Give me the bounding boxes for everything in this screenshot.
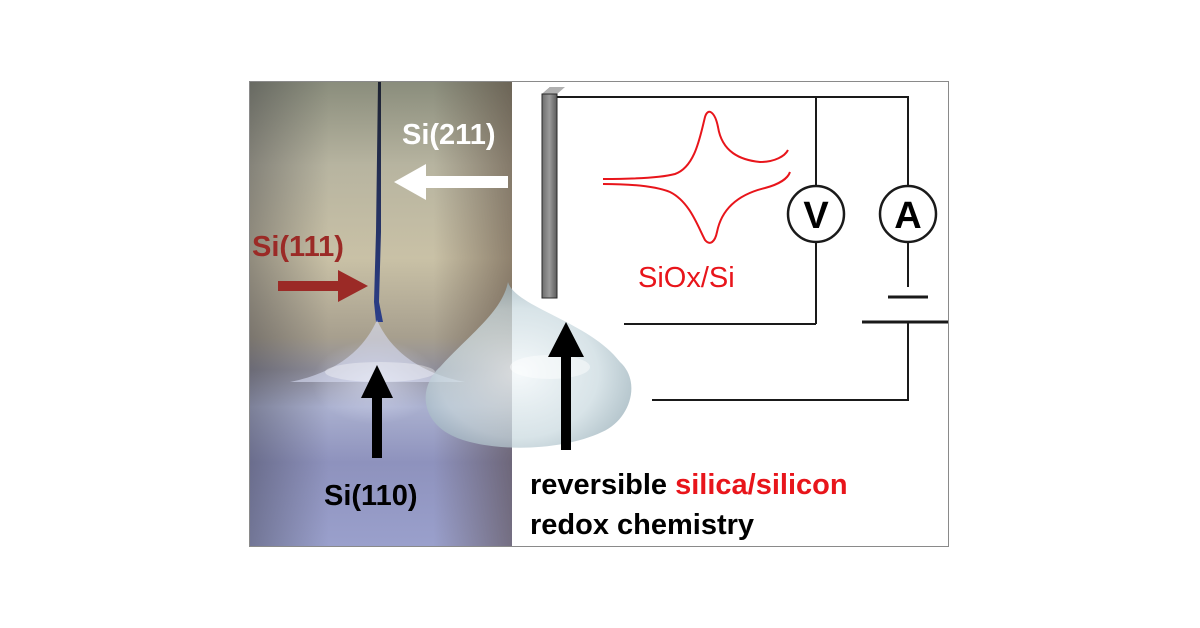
cv-curve [602,110,789,180]
droplet-highlight [510,355,590,379]
figure-panel: V A Si(211) Si(111) Si(110) SiOx/Si reve… [249,81,949,547]
voltmeter-circle [786,184,846,244]
black-arrow-up-icon-schematic [548,322,584,450]
caption-highlight: silica/silicon [675,469,847,501]
silicon-wire [374,82,383,322]
black-arrow-up-icon-photo [361,365,393,458]
schematic-svg: V A Si(211) Si(111) Si(110) SiOx/Si reve… [252,82,948,541]
voltmeter-label: V [803,195,829,237]
ammeter-label: A [894,195,921,237]
cv-curve-return [602,171,791,244]
label-si110: Si(110) [324,480,418,512]
electrode-rod-top [542,87,565,94]
darkred-arrow-icon [278,270,368,302]
electrolyte-droplet [425,282,632,448]
photo-meniscus [290,320,465,382]
caption-line1: reversible silica/silicon [530,469,848,501]
ammeter-circle [878,184,938,244]
label-si111: Si(111) [252,231,344,263]
white-arrow-icon [394,164,508,200]
circuit-wires [557,96,948,401]
label-si211: Si(211) [402,119,496,151]
electrode-rod [542,94,557,298]
cv-label: SiOx/Si [638,262,735,294]
caption-part1: reversible [530,469,675,501]
caption-line2: redox chemistry [530,509,754,541]
